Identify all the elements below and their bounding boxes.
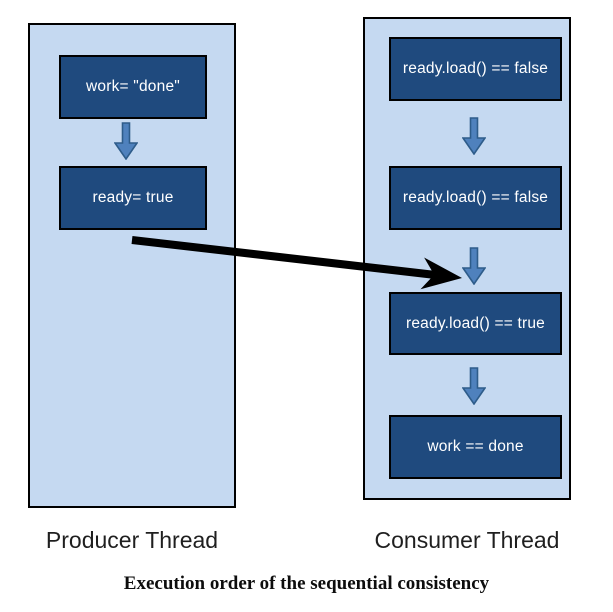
producer-thread-label: Producer Thread <box>45 527 219 553</box>
consumer-step-4-box: work == done <box>389 415 562 479</box>
down-arrow-icon <box>462 117 486 155</box>
down-arrow-icon <box>462 367 486 405</box>
producer-step-1-box: work= "done" <box>59 55 207 119</box>
consumer-step-2-box: ready.load() == false <box>389 166 562 230</box>
producer-thread-panel: work= "done" ready= true <box>28 23 236 508</box>
producer-step-2-box: ready= true <box>59 166 207 230</box>
consumer-step-3-box: ready.load() == true <box>389 292 562 355</box>
consumer-thread-label: Consumer Thread <box>374 527 560 553</box>
diagram-caption: Execution order of the sequential consis… <box>123 573 490 594</box>
consumer-thread-panel: ready.load() == false ready.load() == fa… <box>363 17 571 500</box>
down-arrow-icon <box>114 122 138 160</box>
down-arrow-icon <box>462 247 486 285</box>
consumer-step-1-box: ready.load() == false <box>389 37 562 101</box>
